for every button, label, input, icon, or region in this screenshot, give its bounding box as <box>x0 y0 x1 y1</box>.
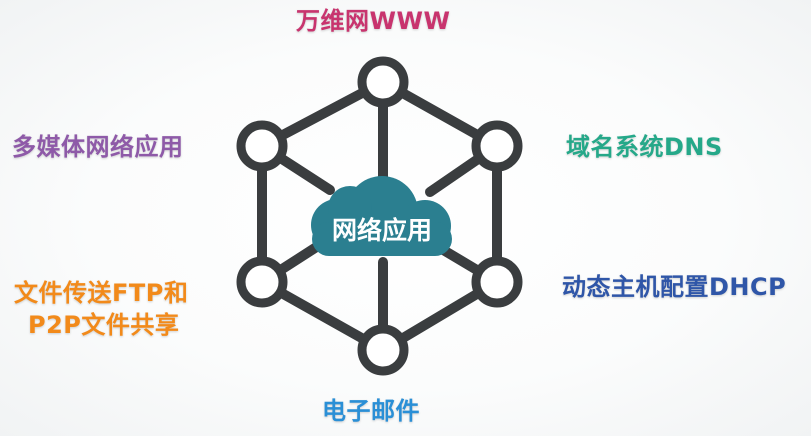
graph-nodes <box>236 56 523 376</box>
label-ftp-p2p: 文件传送FTP和 P2P文件共享 <box>14 277 188 341</box>
node-upperleft <box>236 120 288 172</box>
center-label: 网络应用 <box>332 216 432 245</box>
cloud-icon <box>311 176 452 256</box>
node-lowerright <box>471 256 523 308</box>
node-lowerleft <box>236 256 288 308</box>
label-p2p-line: P2P文件共享 <box>28 311 180 339</box>
label-email: 电子邮件 <box>322 397 420 425</box>
node-upperright <box>471 120 523 172</box>
label-ftp-line: 文件传送FTP和 <box>14 279 189 307</box>
label-dns: 域名系统DNS <box>566 133 723 161</box>
node-top <box>357 56 409 108</box>
label-www: 万维网WWW <box>296 7 451 35</box>
label-dhcp: 动态主机配置DHCP <box>562 273 787 301</box>
label-multimedia: 多媒体网络应用 <box>12 133 184 161</box>
node-bottom <box>357 324 409 376</box>
